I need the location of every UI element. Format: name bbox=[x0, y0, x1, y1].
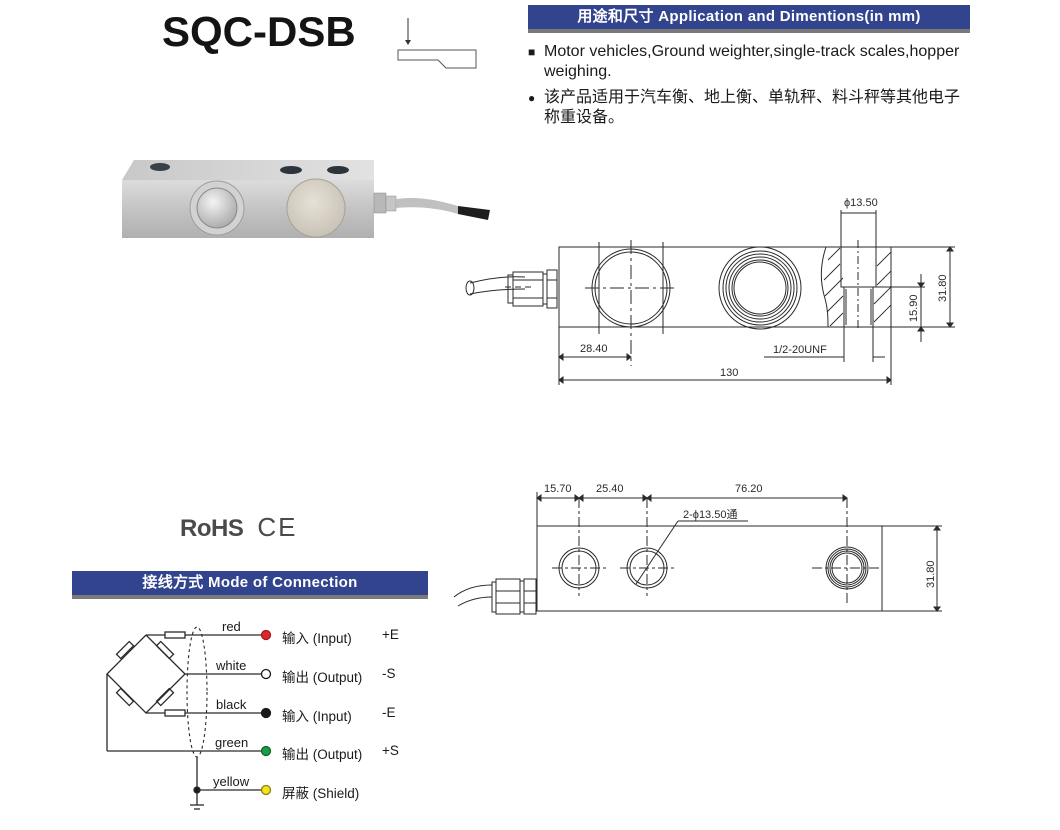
certification-marks: RoHS CE bbox=[180, 512, 297, 543]
application-text-en: Motor vehicles,Ground weighter,single-tr… bbox=[544, 43, 960, 80]
load-direction-icon bbox=[397, 18, 477, 69]
wire-function-label: 输入 (Input) bbox=[282, 709, 352, 724]
terminal-yellow-icon bbox=[260, 784, 272, 796]
banner-underline bbox=[72, 595, 428, 599]
wiring-diagram: red white black green yellow bbox=[106, 619, 272, 810]
connection-banner: 接线方式 Mode of Connection bbox=[72, 571, 428, 599]
dim-height: 31.80 bbox=[937, 274, 949, 302]
wire-function-green: 输出 (Output) +S bbox=[282, 743, 399, 763]
square-bullet-icon: ■ bbox=[528, 45, 536, 59]
ce-mark: CE bbox=[257, 512, 298, 542]
wire-label-red: red bbox=[222, 619, 241, 634]
wire-label-yellow: yellow bbox=[213, 774, 250, 789]
terminal-red-icon bbox=[260, 629, 272, 641]
application-title: 用途和尺寸 Application and Dimentions(in mm) bbox=[528, 5, 970, 29]
dim-holes: 2-ϕ13.50通 bbox=[683, 508, 737, 521]
dim-length: 130 bbox=[720, 367, 738, 379]
wire-function-yellow: 屏蔽 (Shield) bbox=[282, 782, 359, 802]
wire-function-black: 输入 (Input) -E bbox=[282, 705, 396, 725]
wire-function-label: 输出 (Output) bbox=[282, 670, 363, 685]
connection-title: 接线方式 Mode of Connection bbox=[72, 571, 428, 595]
wire-label-black: black bbox=[216, 697, 247, 712]
side-view-drawing: ϕ13.50 28.40 1/2-20UNF 130 31.80 15.90 bbox=[465, 197, 955, 385]
wire-function-white: 输出 (Output) -S bbox=[282, 666, 396, 686]
wire-code: -S bbox=[382, 666, 396, 681]
rohs-mark: RoHS bbox=[180, 515, 244, 542]
dim-height: 31.80 bbox=[925, 560, 937, 588]
application-item-en: ■ Motor vehicles,Ground weighter,single-… bbox=[526, 42, 986, 82]
wire-function-label: 输出 (Output) bbox=[282, 747, 363, 762]
application-list: ■ Motor vehicles,Ground weighter,single-… bbox=[526, 42, 986, 134]
model-title: SQC-DSB bbox=[162, 8, 356, 55]
wire-code: +E bbox=[382, 627, 399, 642]
wire-code: +S bbox=[382, 743, 399, 758]
application-text-zh: 该产品适用于汽车衡、地上衡、单轨秤、料斗秤等其他电子称重设备。 bbox=[544, 89, 961, 126]
dim-offset-3: 76.20 bbox=[735, 483, 763, 495]
wire-label-white: white bbox=[215, 658, 246, 673]
banner-underline bbox=[528, 29, 970, 33]
wire-code: -E bbox=[382, 705, 396, 720]
wire-label-green: green bbox=[215, 735, 248, 750]
terminal-green-icon bbox=[260, 745, 272, 757]
dim-offset-2: 25.40 bbox=[596, 483, 624, 495]
dim-hole-diameter: ϕ13.50 bbox=[844, 197, 878, 209]
round-bullet-icon: ● bbox=[528, 91, 536, 105]
dim-thread: 1/2-20UNF bbox=[773, 344, 827, 356]
wire-function-red: 输入 (Input) +E bbox=[282, 627, 399, 647]
application-banner: 用途和尺寸 Application and Dimentions(in mm) bbox=[528, 5, 970, 33]
product-photo bbox=[122, 160, 490, 238]
terminal-black-icon bbox=[260, 707, 272, 719]
dim-offset-1: 15.70 bbox=[544, 483, 572, 495]
dim-hole-offset: 28.40 bbox=[580, 343, 608, 355]
application-item-zh: ● 该产品适用于汽车衡、地上衡、单轨秤、料斗秤等其他电子称重设备。 bbox=[526, 88, 966, 128]
wire-function-label: 屏蔽 (Shield) bbox=[282, 786, 360, 801]
wire-function-label: 输入 (Input) bbox=[282, 631, 352, 646]
terminal-white-icon bbox=[260, 668, 272, 680]
top-view-drawing: 15.70 25.40 76.20 2-ϕ13.50通 31.80 bbox=[453, 483, 942, 615]
dim-thread-depth: 15.90 bbox=[908, 294, 920, 322]
